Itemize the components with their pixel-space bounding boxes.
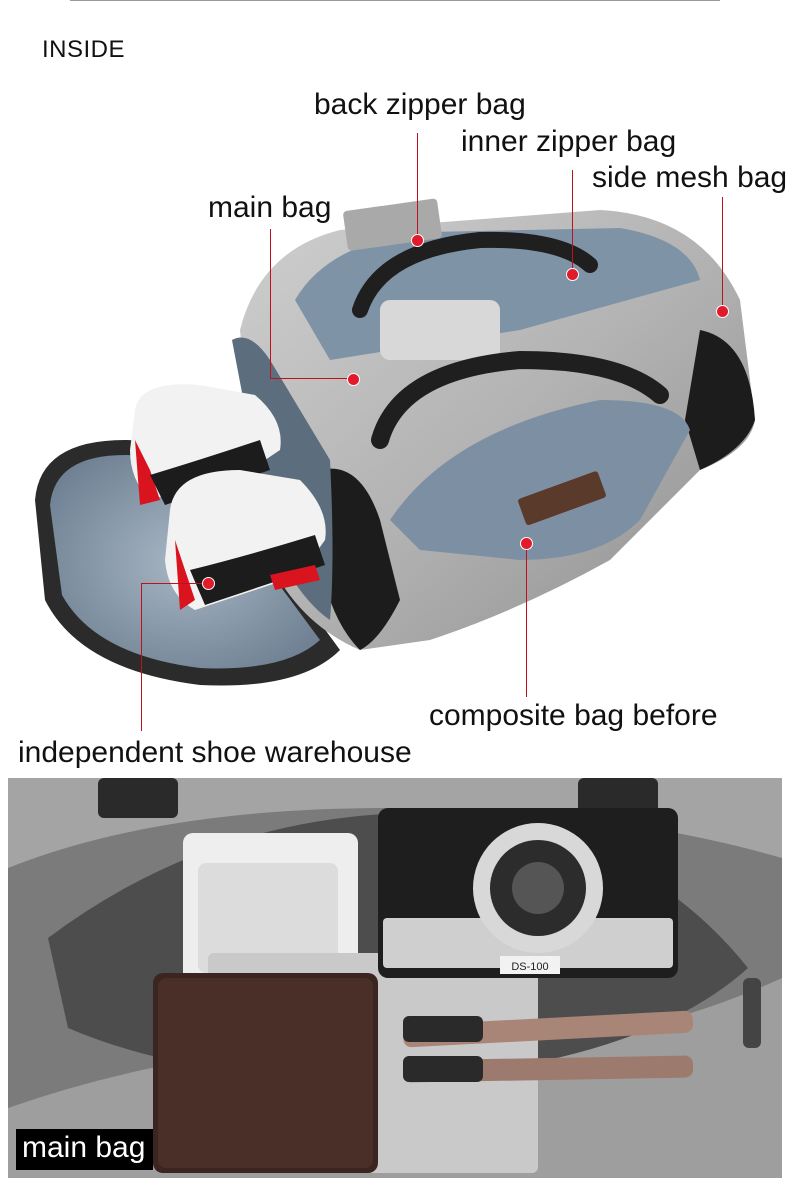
leader-side-mesh-bag — [722, 197, 723, 309]
bag-product-photo — [35, 198, 755, 686]
top-divider — [70, 0, 720, 1]
callout-independent-shoe-warehouse: independent shoe warehouse — [18, 736, 412, 769]
dot-back-zipper-bag — [411, 234, 424, 247]
callout-composite-bag-before: composite bag before — [429, 699, 718, 732]
dot-composite-bag-before — [520, 537, 533, 550]
callout-side-mesh-bag: side mesh bag — [592, 161, 788, 194]
callout-main-bag: main bag — [208, 191, 332, 224]
leader-inner-zipper-bag — [572, 170, 573, 274]
camera-model-label: DS-100 — [511, 961, 548, 973]
dot-side-mesh-bag — [716, 305, 729, 318]
inside-photo-illustration: DS-100 — [8, 778, 782, 1178]
dot-inner-zipper-bag — [566, 268, 579, 281]
main-bag-inside-photo: DS-100 main bag — [8, 778, 782, 1178]
leader-main-bag-vertical — [270, 229, 271, 379]
callout-inner-zipper-bag: inner zipper bag — [461, 125, 677, 158]
dot-main-bag — [347, 373, 360, 386]
leader-composite-bag-before — [526, 542, 527, 697]
dot-shoe-warehouse — [202, 577, 215, 590]
leader-back-zipper-bag — [417, 133, 418, 241]
leader-main-bag-horizontal — [270, 378, 352, 379]
leader-shoe-warehouse-vertical — [141, 583, 142, 731]
callout-back-zipper-bag: back zipper bag — [314, 88, 526, 121]
section-title: INSIDE — [42, 36, 126, 63]
leader-shoe-warehouse-horizontal — [141, 583, 205, 584]
main-bag-caption: main bag — [16, 1129, 154, 1170]
